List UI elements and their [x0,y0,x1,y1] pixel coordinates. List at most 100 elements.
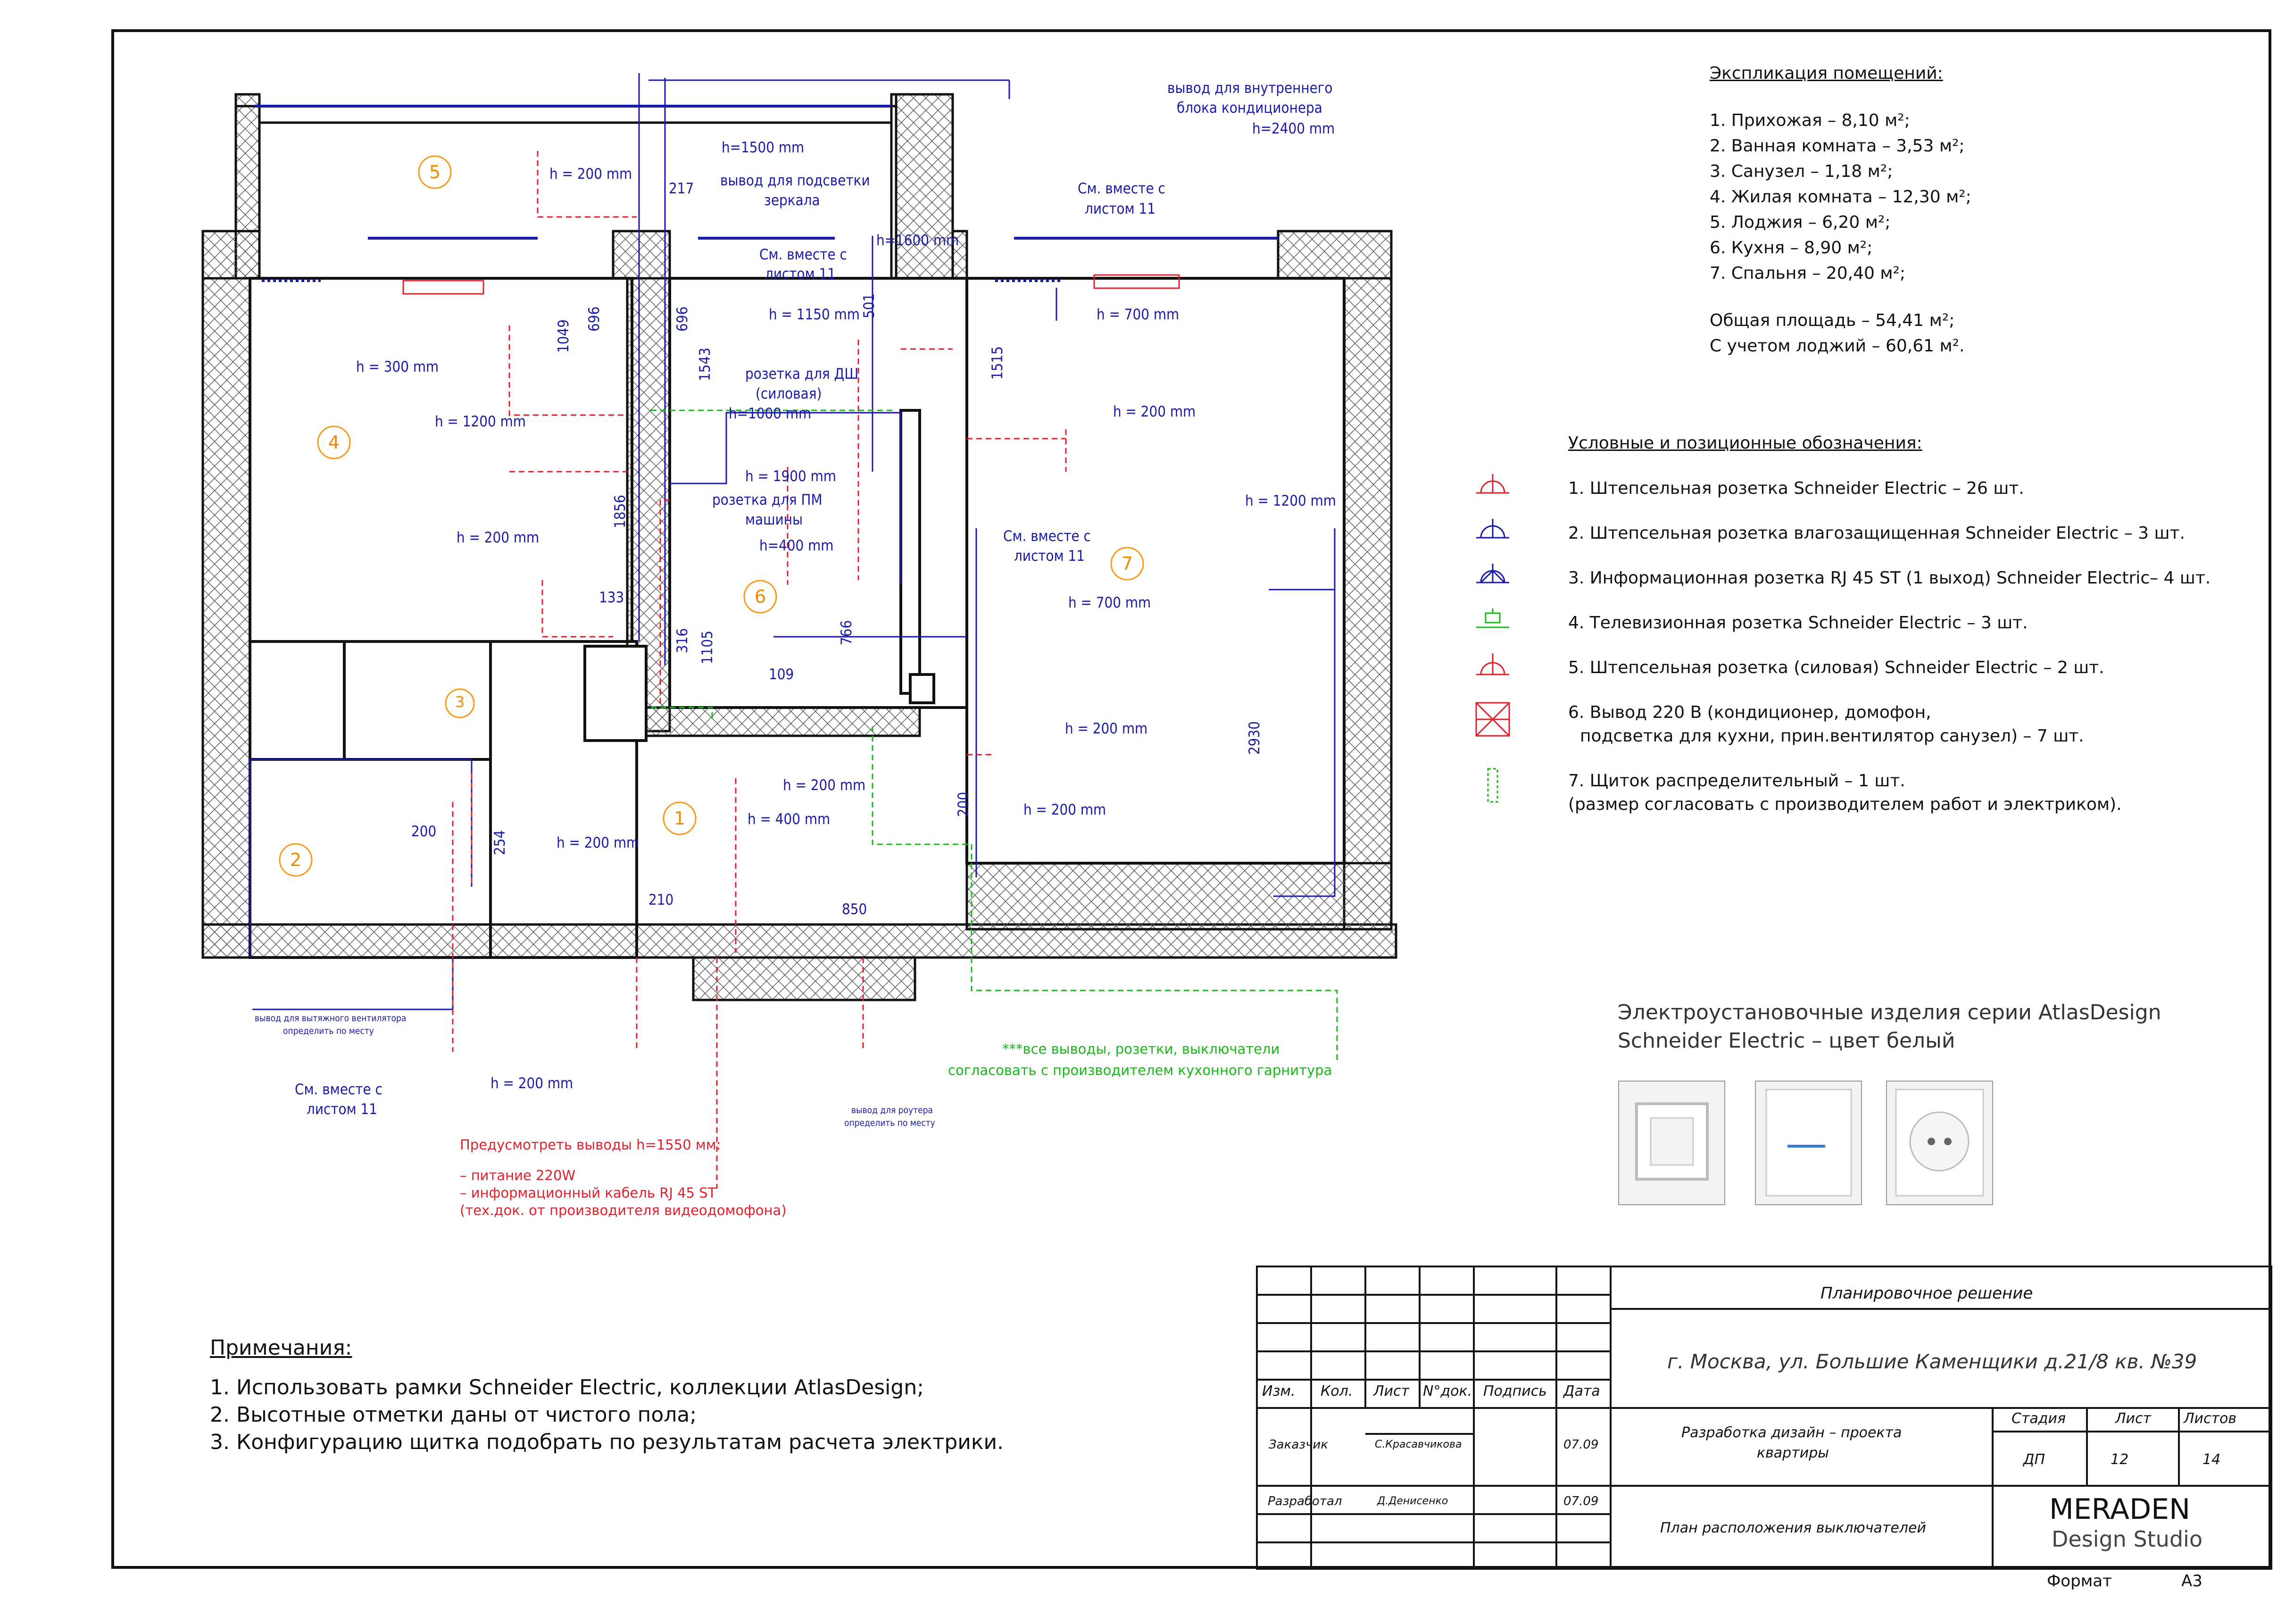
total-area: Общая площадь – 54,41 м²; [1710,311,1955,330]
legend-item: 3. Информационная розетка RJ 45 ST (1 вы… [1568,568,2211,588]
customer-date: 07.09 [1563,1438,1599,1452]
note-item: 3. Конфигурацию щитка подобрать по резул… [210,1430,1004,1454]
dim-label: 696 [674,306,691,332]
note-item: 1. Использовать рамки Schneider Electric… [210,1375,924,1399]
height-label: h = 200 mm [783,777,866,794]
legend-item: 1. Штепсельная розетка Schneider Electri… [1568,479,2024,498]
explication-title: Экспликация помещений: [1710,64,1943,83]
dim-label: 109 [769,666,794,683]
note-item: 2. Высотные отметки даны от чистого пола… [210,1403,697,1427]
developer-label: Разработал [1268,1494,1342,1508]
mirror-label: зеркала [764,192,820,209]
see-sheet: листом 11 [307,1101,377,1118]
height-label: h = 200 mm [1023,801,1106,818]
height-label: h = 700 mm [1097,306,1180,323]
developer-name: Д.Денисенко [1377,1495,1448,1507]
vent-label: вывод для вытяжного вентилятора [255,1013,407,1024]
sheets-value: 14 [2203,1451,2221,1468]
room-number: 6 [754,586,766,607]
dim-label: 766 [838,620,855,645]
see-sheet: См. вместе с [759,246,847,263]
legend-item-cont: (размер согласовать с производителем раб… [1568,795,2122,814]
dim-label: 1105 [699,631,716,664]
dim-label: 2930 [1246,721,1263,755]
header-kol: Кол. [1321,1383,1353,1399]
room-item: 6. Кухня – 8,90 м²; [1710,238,1873,258]
height-label: h = 700 mm [1068,594,1151,611]
stage-value: ДП [2023,1451,2045,1468]
height-label: h = 1200 mm [435,413,526,430]
see-sheet: листом 11 [1085,200,1155,217]
title-block-grid [1256,1266,2272,1570]
room-item: 1. Прихожая – 8,10 м²; [1710,111,1910,130]
room-number: 3 [455,693,465,711]
interior-walls [249,277,1346,959]
developer-date: 07.09 [1563,1494,1599,1508]
room-item: 2. Ванная комната – 3,53 м²; [1710,136,1965,156]
see-sheet: См. вместе с [1003,528,1091,545]
plan-decision: Планировочное решение [1820,1284,2033,1303]
dim-label: 501 [861,293,878,318]
drawing-title: План расположения выключателей [1660,1520,1926,1536]
legend-title: Условные и позиционные обозначения: [1568,433,1922,453]
room-number: 1 [673,808,686,829]
provide-note: – питание 220W [460,1167,576,1183]
dim-label: 850 [842,901,867,918]
dw-label: (силовая) [756,385,822,402]
stage-header: Стадия [2011,1410,2066,1427]
header-sign: Подпись [1483,1383,1547,1399]
see-sheet: См. вместе с [1078,180,1165,197]
dim-label: 217 [669,180,694,197]
ac-label: вывод для внутреннего [1167,80,1333,97]
dim-label: 1543 [697,348,714,381]
series-note: Schneider Electric – цвет белый [1618,1029,1955,1053]
see-sheet: листом 11 [765,266,836,283]
mirror-label: вывод для подсветки [720,172,870,189]
vent-label: определить по месту [283,1026,374,1036]
sheets-header: Листов [2184,1410,2237,1427]
dim-label: 133 [599,589,624,606]
product-images [1618,1081,1993,1205]
height-label: h = 400 mm [748,811,831,828]
room-item: 7. Спальня – 20,40 м²; [1710,264,1906,283]
studio-subtitle: Design Studio [2052,1526,2203,1552]
height-label: h = 300 mm [356,358,439,375]
room-number: 7 [1121,553,1133,574]
legend-symbols [1475,474,1510,803]
dim-label: 1049 [555,319,572,353]
dim-label: 210 [648,891,674,908]
room-number: 2 [290,849,302,870]
dim-label: 316 [674,628,691,653]
legend-item-cont: подсветка для кухни, прин.вентилятор сан… [1580,726,2084,746]
wm-label: машины [745,511,803,528]
format-value: А3 [2181,1572,2203,1591]
router-label: определить по месту [844,1118,935,1128]
legend-item: 4. Телевизионная розетка Schneider Elect… [1568,613,2028,633]
drawing-frame [111,29,2271,1569]
studio-logo: MERADEN [2049,1493,2190,1526]
room-item: 3. Санузел – 1,18 м²; [1710,162,1893,181]
format-label: Формат [2047,1572,2112,1591]
project-title: Разработка дизайн – проекта [1681,1424,1902,1441]
router-label: вывод для роутера [851,1105,933,1116]
dw-label: розетка для ДШ [745,366,859,383]
room-item: 5. Лоджия – 6,20 м²; [1710,213,1891,232]
series-note: Электроустановочные изделия серии AtlasD… [1618,1000,2161,1024]
header-list: Лист [1373,1383,1410,1399]
height-label: h = 1200 mm [1245,492,1336,509]
header-date: Дата [1563,1383,1600,1399]
header-doc: N°док. [1423,1383,1472,1399]
provide-note: (тех.док. от производителя видеодомофона… [460,1202,787,1218]
dim-label: 696 [586,306,603,332]
height-label: h = 200 mm [457,529,540,546]
legend-item: 7. Щиток распределительный – 1 шт. [1568,771,1905,791]
dw-label: h=1000 mm [729,405,812,422]
notes-title: Примечания: [210,1336,352,1360]
height-label: h = 200 mm [549,166,632,183]
see-sheet: листом 11 [1014,548,1085,565]
green-wires [651,409,1338,1061]
dim-label: 1515 [989,346,1006,380]
kitchen-note: согласовать с производителем кухонного г… [948,1062,1332,1078]
room-item: 4. Жилая комната – 12,30 м²; [1710,187,1971,207]
height-label: h = 200 mm [490,1075,574,1092]
